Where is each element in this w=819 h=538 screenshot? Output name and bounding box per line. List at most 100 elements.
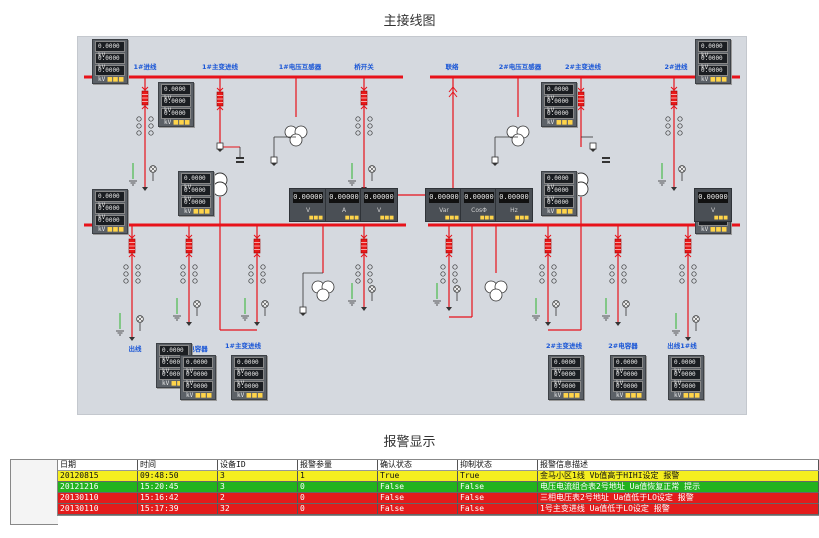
ct-coil [355, 271, 361, 277]
column-header[interactable]: 日期 [58, 460, 138, 470]
breaker-bottom-chevron [128, 253, 136, 258]
ct-coil [665, 130, 671, 136]
meter-led-indicators: ■■■ [194, 392, 212, 399]
panel-led-indicators: ■■■ [344, 215, 359, 221]
table-cell: 电压电流组合表2号地址 Ua值恢复正常 提示 [538, 482, 819, 492]
meter-reading: 0.0000 kV [544, 173, 574, 191]
ct-coil [248, 264, 254, 270]
lamp-icon [679, 166, 685, 172]
meter-display: 0.0000 kV0.0000 kV0.0000 kV■■■ [548, 355, 584, 400]
table-cell: False [378, 482, 458, 492]
ct-group [355, 116, 373, 136]
arrow-icon [254, 322, 260, 326]
meter-reading: 0.0000 kV [698, 41, 728, 59]
meter-reading: 0.0000 kV [234, 357, 264, 375]
meter-led-indicators: ■■■ [157, 381, 191, 387]
meter-reading: 0.0000 kV [95, 215, 125, 233]
column-header[interactable]: 设备ID [218, 460, 298, 470]
breaker-top-chevron [360, 86, 368, 91]
table-cell: False [458, 504, 538, 514]
ct-coil [691, 271, 697, 277]
ct-coil [123, 278, 129, 284]
meter-display: 0.0000 kV0.0000 kV0.0000 kV■■■ [180, 355, 216, 400]
panel-value: 0.00000 [364, 192, 394, 203]
meter-reading: 0.0000 kV [95, 65, 125, 83]
table-cell: False [378, 504, 458, 514]
ct-coil [440, 271, 446, 277]
ct-coil [539, 278, 545, 284]
meter-reading: 0.0000 kV [234, 381, 264, 399]
table-cell: 三相电压表2号地址 Ua值低于LO设定 报警 [538, 493, 819, 503]
feeder-breaker [360, 86, 368, 110]
ct-coil [621, 278, 627, 284]
ct-coil [180, 271, 186, 277]
arrow-icon [685, 337, 691, 341]
table-cell: 15:16:42 [138, 493, 218, 503]
meter-led-indicators: ■■■ [555, 119, 573, 126]
meter-reading: 0.0000 kV [613, 369, 643, 387]
table-cell: 3 [218, 471, 298, 481]
panel-led-indicators: ■■■ [713, 215, 728, 221]
ct-coil [135, 264, 141, 270]
alarm-title: 报警显示 [383, 435, 436, 450]
breaker-top-chevron [670, 86, 678, 91]
top-label: 1#电压互感器 [279, 62, 322, 71]
fuse-icon [491, 156, 499, 164]
pt1-transformer-icon [289, 133, 303, 147]
column-header[interactable]: 时间 [138, 460, 218, 470]
meter-led-indicators: ■■■ [106, 76, 124, 83]
top-label: 2#进线 [665, 62, 688, 71]
meter-display: 0.0000 kV0.0000 kV0.0000 kV■■■ [92, 189, 128, 234]
breaker-top-chevron [185, 234, 193, 239]
column-header[interactable]: 抑制状态 [458, 460, 538, 470]
ct-coil [248, 278, 254, 284]
arrow-icon [671, 187, 677, 191]
panel-value: 0.00000 [329, 192, 359, 203]
meter-display: 0.0000 kV0.0000 kV0.0000 kV■■■ [158, 82, 194, 127]
breaker-tx1 [216, 87, 224, 111]
meter-reading: 0.0000 kV [181, 197, 211, 215]
lamp-icon [553, 301, 559, 307]
column-header[interactable]: 报警参量 [298, 460, 378, 470]
meter-led-indicators: ■■■ [245, 392, 263, 399]
table-cell: 金马小区1线 Vb值高于HIHI设定 报警 [538, 471, 819, 481]
feeder-breaker [128, 234, 136, 258]
ct-group [123, 264, 141, 284]
table-cell: 32 [218, 504, 298, 514]
ct-coil [551, 264, 557, 270]
ct-group [355, 264, 373, 284]
meter-reading: 0.0000 kV [698, 65, 728, 83]
breaker-top-chevron [544, 234, 552, 239]
arrow-icon [186, 322, 192, 326]
table-cell: 2 [218, 493, 298, 503]
breaker-bottom-chevron [141, 105, 149, 110]
top-label: 2#主变进线 [565, 62, 601, 71]
ct-coil [148, 116, 154, 122]
ct-coil [260, 271, 266, 277]
breaker-top-chevron [360, 234, 368, 239]
panel-value: 0.00000 [429, 192, 459, 203]
ct-coil [192, 271, 198, 277]
panel-value: 0.00000 [698, 192, 728, 203]
breaker-bottom-chevron [445, 253, 453, 258]
meter-display: 0.0000 kV0.0000 kV0.0000 kV■■■ [541, 82, 577, 127]
ct-coil [440, 278, 446, 284]
column-header[interactable]: 确认状态 [378, 460, 458, 470]
meter-led-indicators: ■■■ [709, 226, 727, 233]
ct-coil [677, 130, 683, 136]
lamp-icon [194, 301, 200, 307]
column-header[interactable]: 报警信息描述 [538, 460, 819, 470]
ct-coil [677, 116, 683, 122]
ct-coil [148, 130, 154, 136]
feeder-breaker [360, 234, 368, 258]
